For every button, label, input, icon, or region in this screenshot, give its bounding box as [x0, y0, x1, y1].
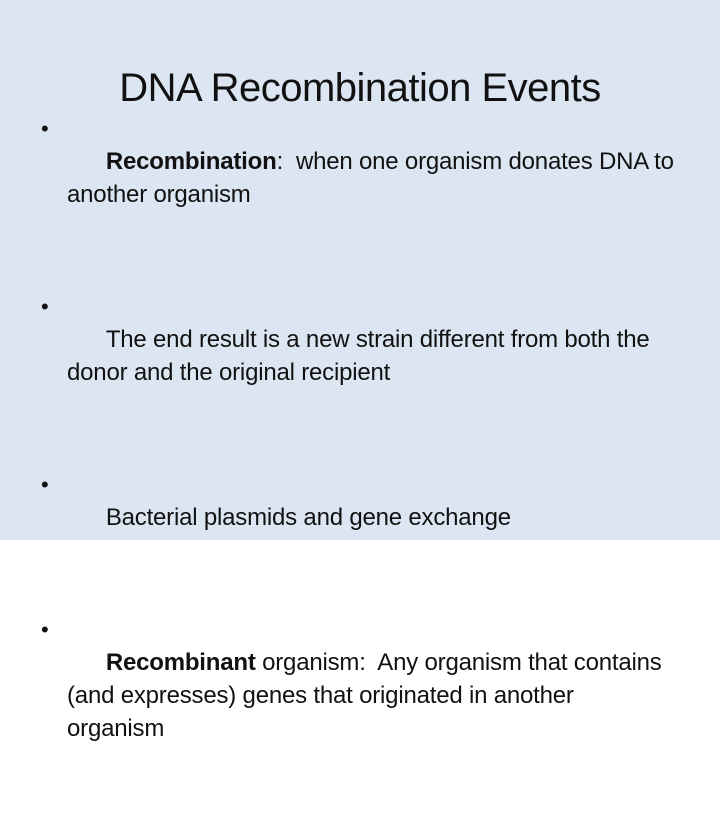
bullet-item-plasmids: • Bacterial plasmids and gene exchange [40, 468, 700, 567]
bullet-icon: • [41, 472, 49, 497]
bullet-text: The end result is a new strain different… [67, 326, 650, 386]
bullet-text: : when one organism donates DNA to anoth… [67, 148, 674, 208]
slide-title: DNA Recombination Events [119, 65, 601, 110]
bullet-bold-text: Recombination [105, 148, 277, 175]
bullet-icon: • [41, 294, 49, 319]
bullet-list: • Recombination: when one organism donate… [40, 112, 700, 824]
bullet-bold-text: Recombinant [105, 649, 256, 676]
presentation-slide: DNA Recombination Events • Recombination:… [0, 0, 720, 742]
bullet-icon: • [41, 617, 49, 642]
bullet-item-recombinant-organism: •Recombinant organism: Any organism that… [40, 613, 700, 778]
bullet-text: Bacterial plasmids and gene exchange [105, 504, 511, 531]
bullet-icon: • [41, 116, 49, 141]
bullet-item-recombination: • Recombination: when one organism donate… [40, 112, 700, 244]
bullet-item-end-result: • The end result is a new strain differen… [40, 290, 700, 422]
